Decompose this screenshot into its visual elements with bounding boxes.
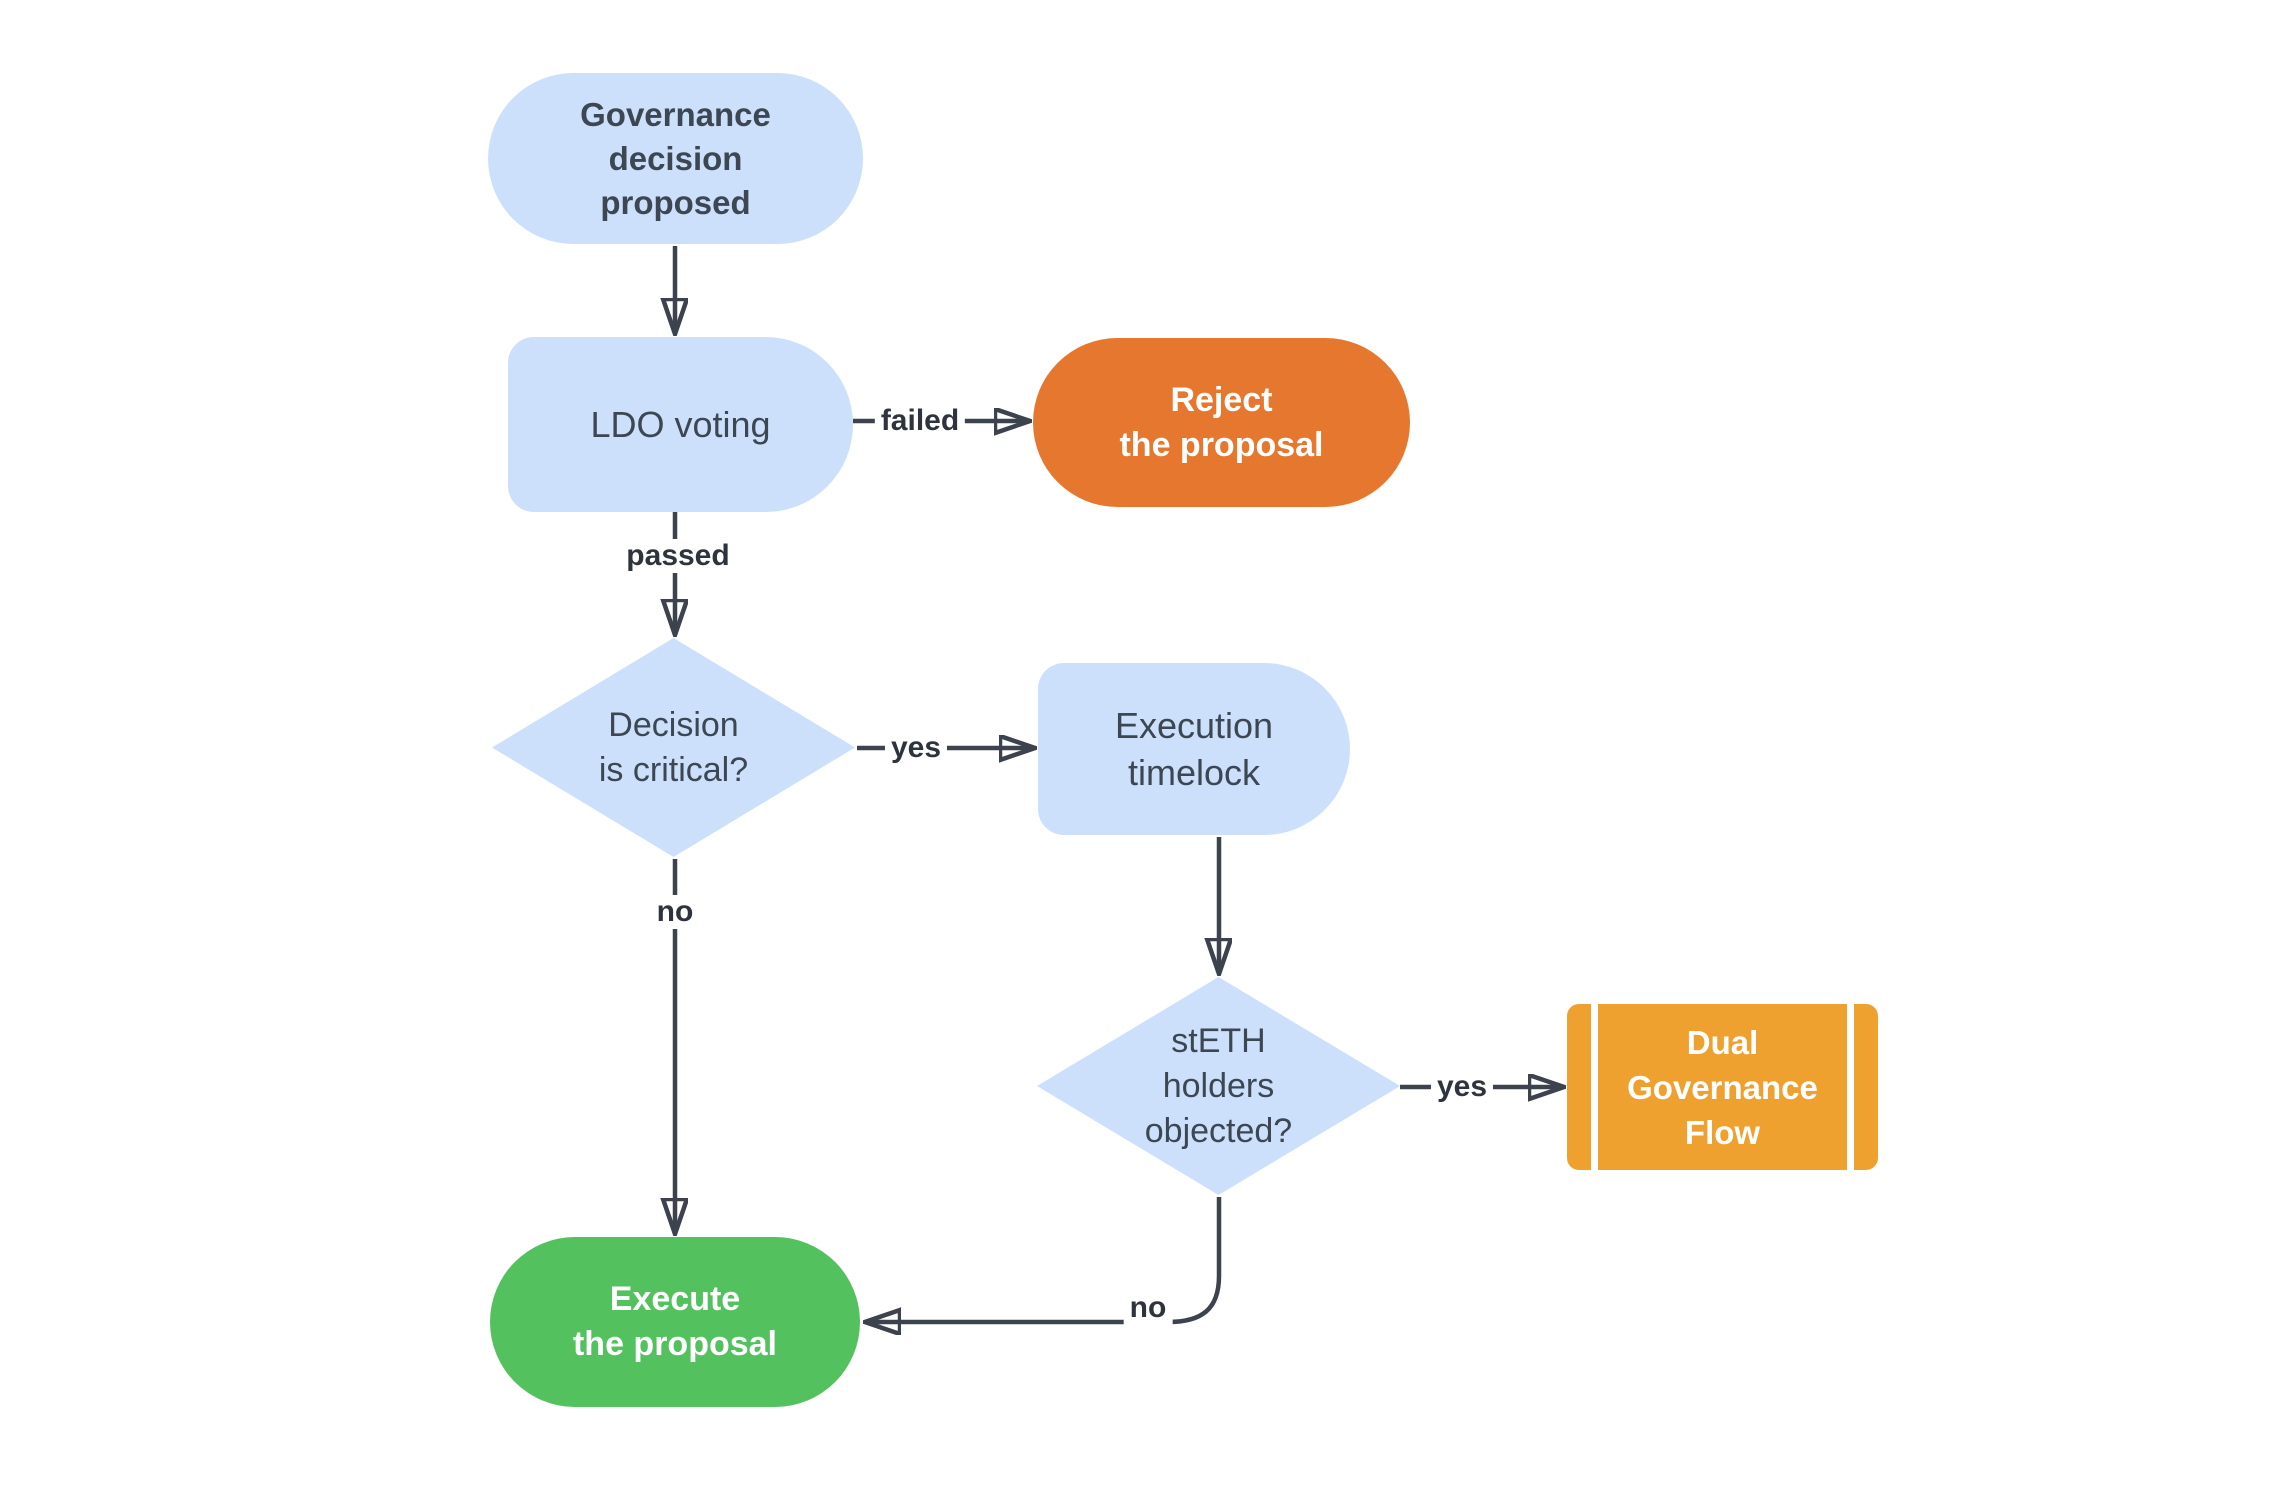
node-dual-governance-flow: Dual Governance Flow	[1567, 1004, 1878, 1170]
edge-label-objected-yes: yes	[1430, 1070, 1494, 1104]
node-reject-the-proposal: Reject the proposal	[1033, 338, 1410, 507]
node-label: Dual Governance Flow	[1627, 1023, 1818, 1151]
node-label: Reject the proposal	[1119, 380, 1324, 464]
edge-label-critical-no: no	[650, 895, 700, 929]
subroutine-left-bar	[1591, 1004, 1598, 1170]
node-label: Execution timelock	[1114, 705, 1274, 793]
node-label: LDO voting	[590, 403, 771, 445]
node-execution-timelock: Execution timelock	[1038, 663, 1350, 835]
node-governance-decision-proposed: Governance decision proposed	[488, 73, 863, 244]
node-label: Governance decision proposed	[580, 95, 771, 221]
edge-label-critical-yes: yes	[884, 731, 948, 765]
node-label: stETH holders objected?	[1144, 1021, 1293, 1150]
edge-label-objected-no: no	[1123, 1291, 1173, 1325]
edge-label-passed: passed	[620, 539, 736, 573]
node-execute-the-proposal: Execute the proposal	[490, 1237, 860, 1407]
node-label: Execute the proposal	[572, 1280, 778, 1363]
node-ldo-voting: LDO voting	[508, 337, 853, 512]
node-label: Decision is critical?	[598, 705, 749, 789]
subroutine-right-bar	[1847, 1004, 1854, 1170]
edge-label-failed: failed	[874, 404, 966, 438]
